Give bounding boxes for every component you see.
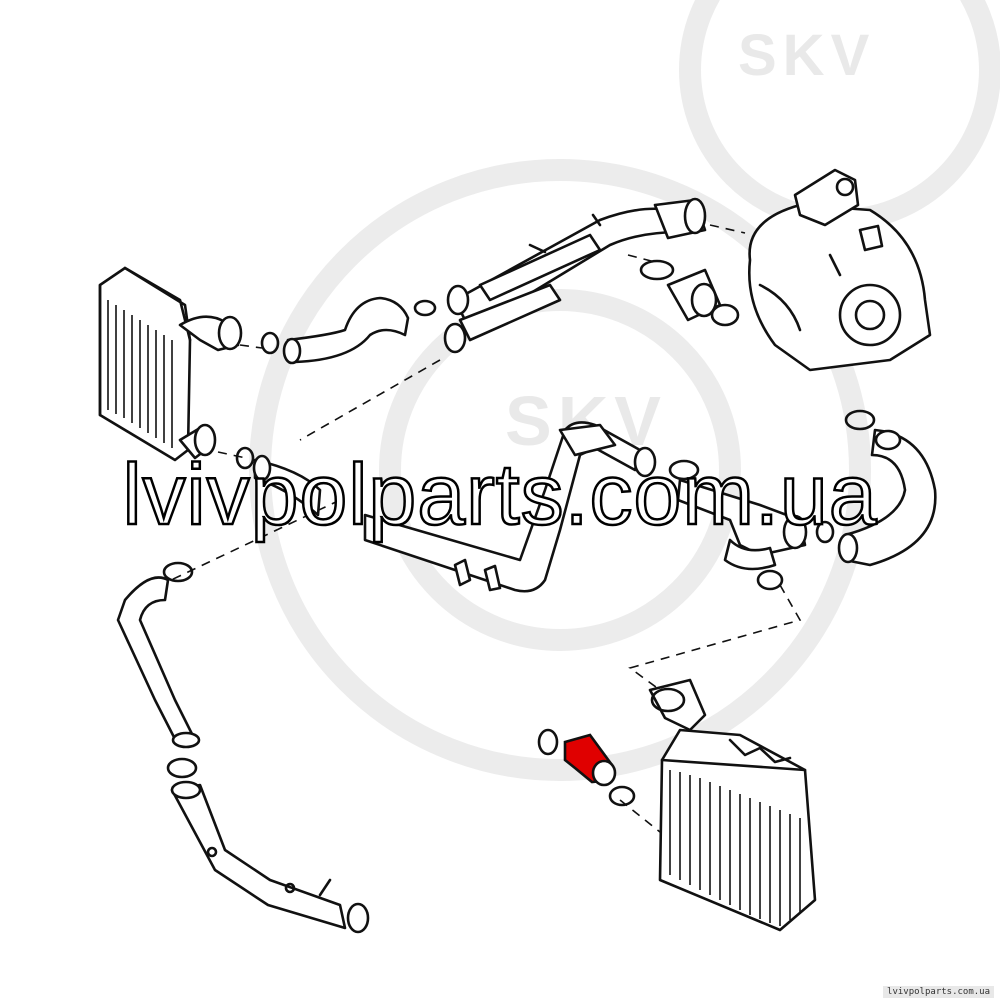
highlighted-hose [537,728,617,787]
turbocharger [748,168,932,372]
right-pipe-assembly [668,459,835,571]
site-watermark-overlay: lvivpolparts.com.ua [121,446,878,545]
corner-watermark: lvivpolparts.com.ua [883,986,994,998]
upper-pipe-assembly [443,197,707,354]
intercooler-right [648,678,817,932]
intercooler-left [98,266,243,462]
upper-intercooler-hose [282,296,437,365]
right-curved-hose [837,409,937,567]
left-curved-hose [116,561,201,779]
assembly-lines [149,224,802,841]
middle-charge-pipe [252,421,657,593]
lower-metal-pipe [170,780,370,934]
turbo-hose [639,259,740,327]
o-rings [235,331,784,807]
watermark-brand-top: SKV [738,23,875,88]
